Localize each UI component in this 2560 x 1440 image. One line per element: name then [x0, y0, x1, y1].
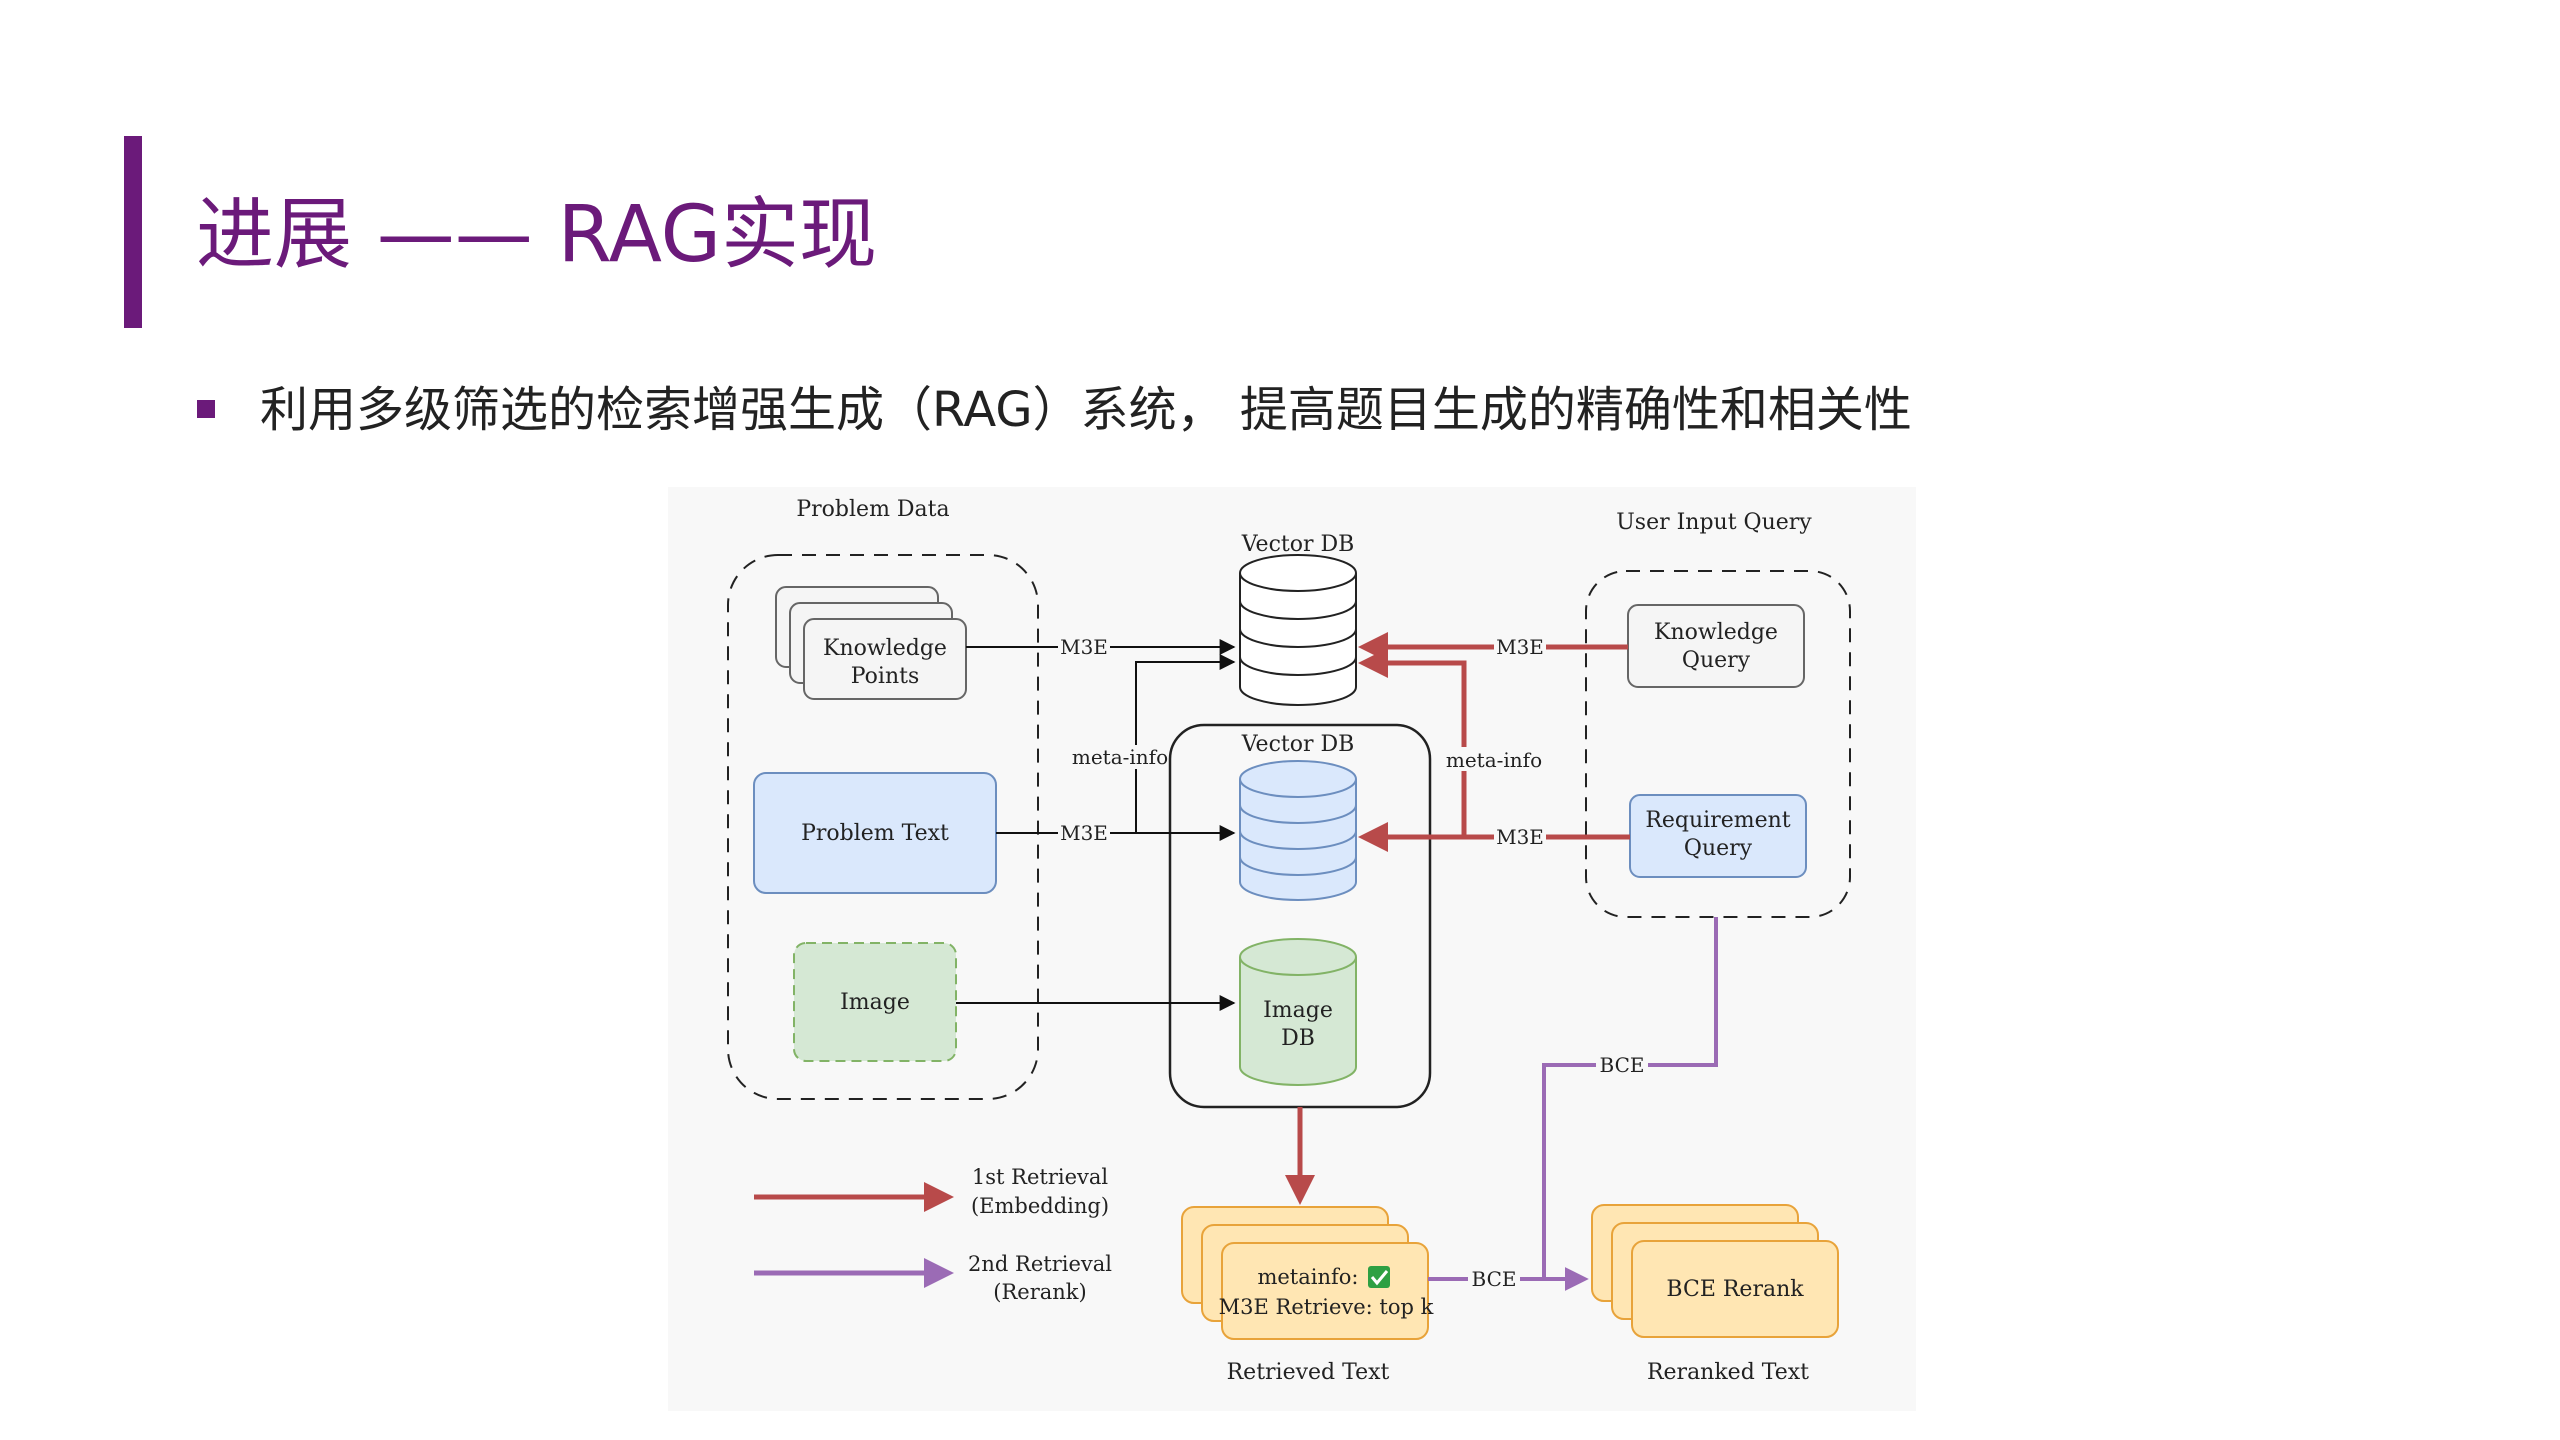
legend-first-line1: 1st Retrieval — [972, 1165, 1108, 1189]
second-retrieval-edges: BCE BCE — [1428, 917, 1718, 1291]
retrieved-text-node: metainfo: M3E Retrieve: top k — [1181, 1206, 1434, 1340]
meta-info-label-right: meta-info — [1446, 748, 1542, 772]
legend-second-line2: (Rerank) — [993, 1280, 1086, 1304]
retrieved-meta-label: metainfo: — [1257, 1265, 1358, 1289]
knowledge-points-node: Knowledge Points — [775, 586, 967, 700]
retrieved-retrieve-label: M3E Retrieve: top k — [1219, 1295, 1434, 1319]
problem-data-label: Problem Data — [796, 497, 949, 522]
knowledge-query-line1: Knowledge — [1654, 620, 1778, 645]
image-node: Image — [793, 942, 957, 1062]
slide-title: 进展 —— RAG实现 — [196, 190, 878, 280]
knowledge-query-line2: Query — [1682, 648, 1751, 673]
meta-info-label-left: meta-info — [1072, 745, 1168, 769]
legend: 1st Retrieval (Embedding) 2nd Retrieval … — [754, 1165, 1112, 1304]
requirement-query-node: Requirement Query — [1629, 794, 1807, 878]
m3e-label-3: M3E — [1496, 635, 1544, 659]
bce-rerank-label: BCE Rerank — [1666, 1277, 1804, 1302]
check-icon — [1368, 1266, 1390, 1288]
problem-data-group — [727, 554, 1039, 1100]
image-label: Image — [840, 990, 910, 1015]
retrieved-text-label: Retrieved Text — [1227, 1360, 1390, 1385]
bce-label-2: BCE — [1472, 1267, 1517, 1291]
image-db-line2: DB — [1281, 1026, 1315, 1051]
vector-db-group-label: Vector DB — [1241, 732, 1355, 757]
bce-rerank-node: BCE Rerank — [1591, 1204, 1839, 1338]
knowledge-points-line2: Points — [851, 664, 920, 689]
vector-db-top-label: Vector DB — [1241, 532, 1355, 557]
first-retrieval-edges: M3E M3E meta-info — [1285, 632, 1630, 1205]
title-accent-bar — [124, 136, 142, 328]
bullet-text: 利用多级筛选的检索增强生成（RAG）系统， 提高题目生成的精确性和相关性 — [260, 382, 1912, 438]
m3e-label-2: M3E — [1060, 821, 1108, 845]
legend-first-line2: (Embedding) — [971, 1194, 1109, 1218]
image-db-line1: Image — [1263, 998, 1333, 1023]
problem-text-node: Problem Text — [753, 772, 997, 894]
rag-diagram: Problem Data Knowledge Points Problem Te… — [668, 487, 1916, 1411]
bce-label-1: BCE — [1600, 1053, 1645, 1077]
vector-db-top-cylinder — [1239, 554, 1357, 706]
problem-text-label: Problem Text — [801, 821, 949, 846]
vector-db-blue-cylinder — [1239, 760, 1357, 901]
knowledge-points-line1: Knowledge — [823, 636, 947, 661]
index-edges: M3E M3E meta-info — [956, 635, 1236, 1011]
rag-diagram-svg: Problem Data Knowledge Points Problem Te… — [727, 497, 1851, 1385]
user-input-label: User Input Query — [1616, 510, 1812, 535]
requirement-query-line1: Requirement — [1645, 808, 1790, 833]
edge-meta-info-right — [1358, 648, 1467, 837]
requirement-query-line2: Query — [1684, 836, 1753, 861]
knowledge-query-node: Knowledge Query — [1627, 604, 1805, 688]
legend-second-line1: 2nd Retrieval — [968, 1252, 1112, 1276]
reranked-text-label: Reranked Text — [1647, 1360, 1809, 1385]
image-db-cylinder: Image DB — [1239, 938, 1357, 1086]
bullet-marker — [197, 400, 215, 418]
edge-meta-info-left — [1135, 654, 1236, 833]
m3e-label-1: M3E — [1060, 635, 1108, 659]
m3e-label-4: M3E — [1496, 825, 1544, 849]
